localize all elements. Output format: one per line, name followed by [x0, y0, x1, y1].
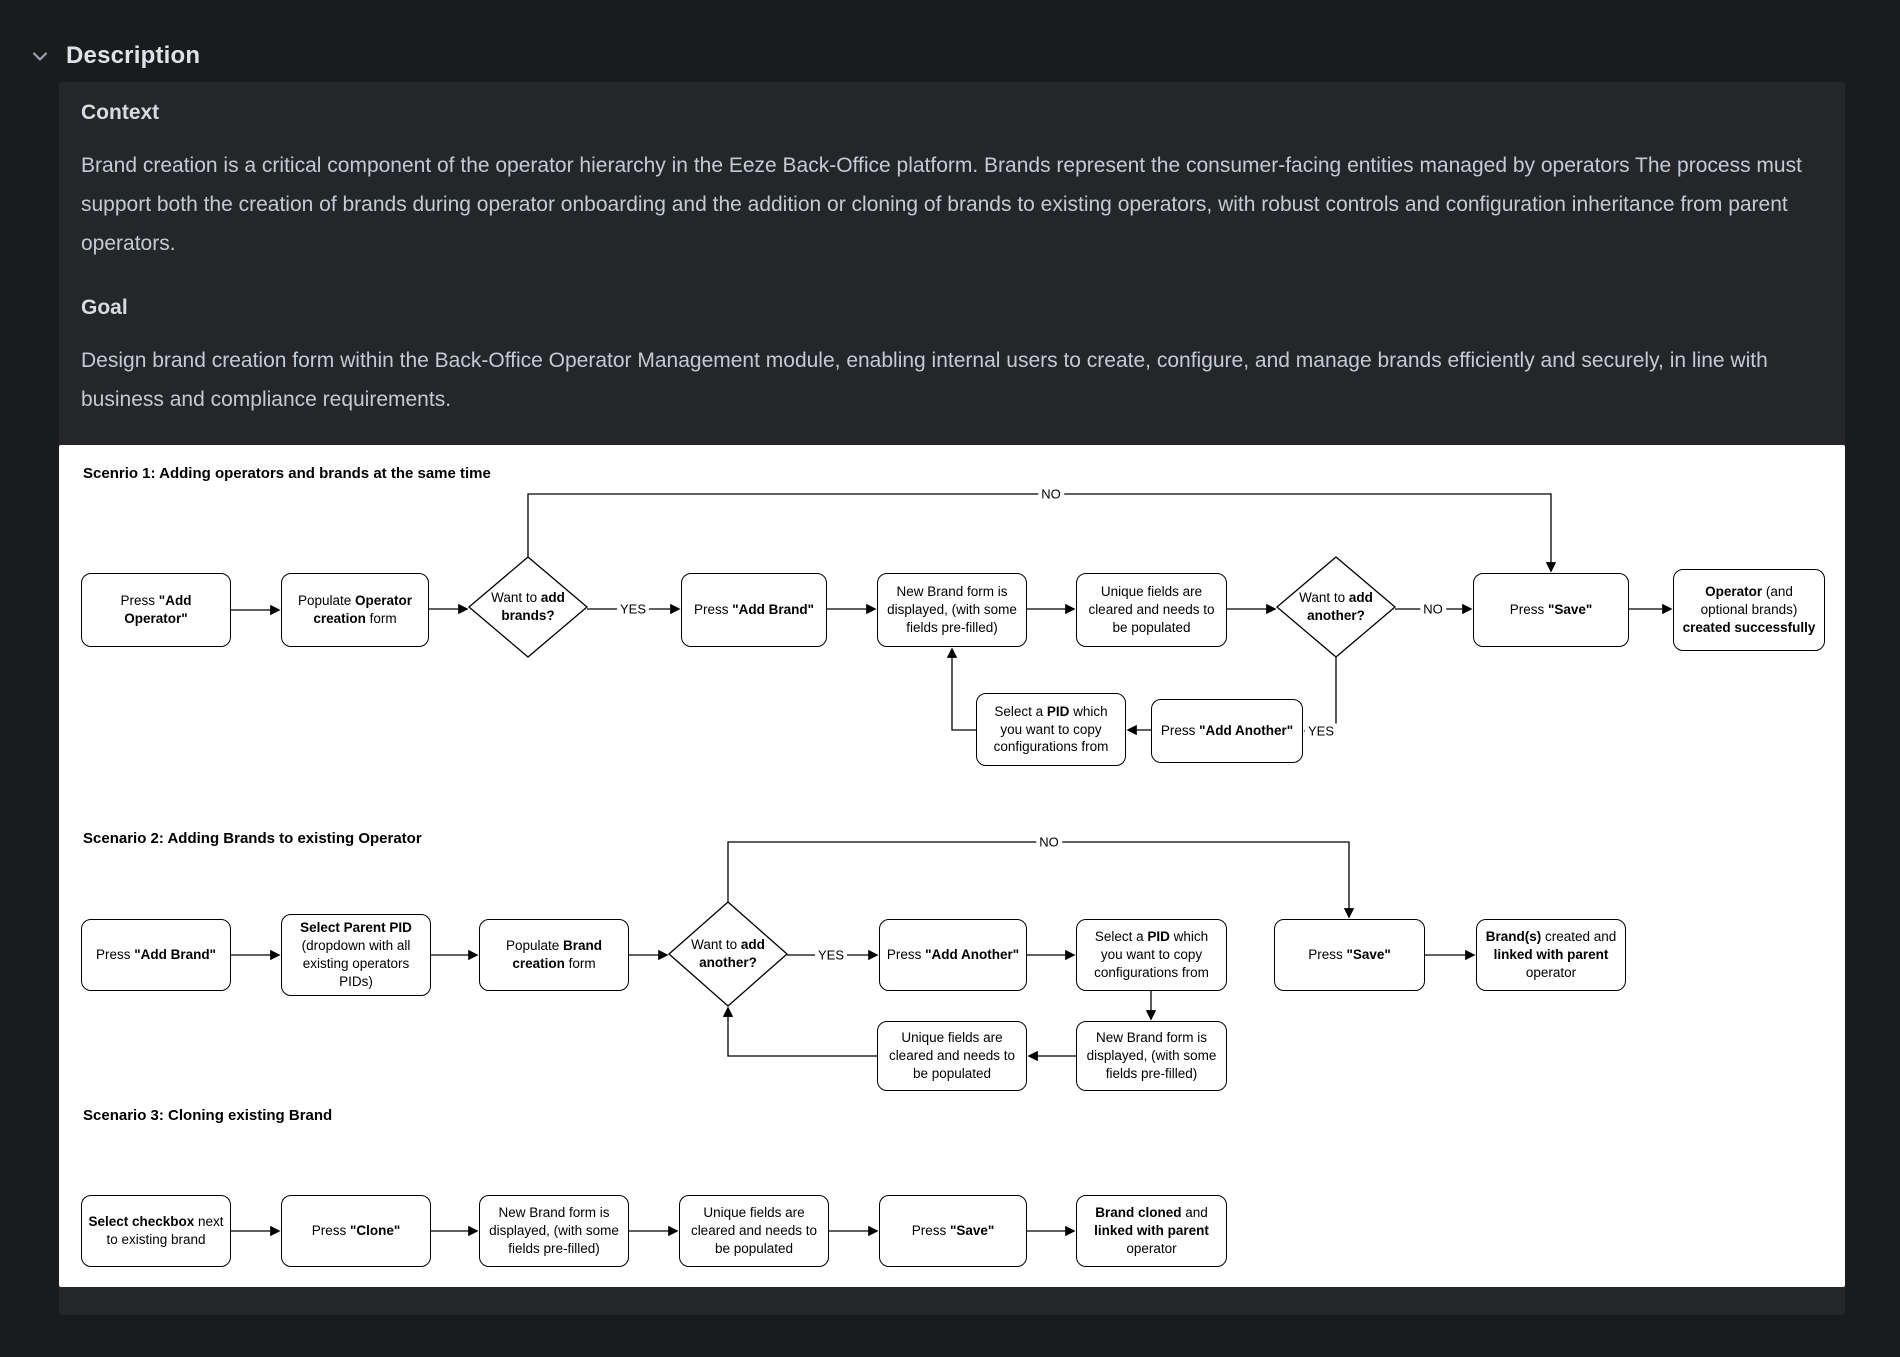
- flow-node-operator-created: Operator (and optional brands) created s…: [1673, 569, 1825, 651]
- flow-node-new-brand-form: New Brand form is displayed, (with some …: [1076, 1021, 1227, 1091]
- decision-diamond-shape: [1275, 556, 1397, 658]
- edge-label-yes: YES: [814, 947, 848, 963]
- decision-want-add-brands: Want to add brands?: [491, 590, 565, 623]
- decision-diamond-shape: [668, 901, 788, 1007]
- goal-paragraph: Design brand creation form within the Ba…: [81, 349, 1768, 411]
- flow-node-press-add-brand: Press "Add Brand": [681, 573, 827, 647]
- context-heading: Context: [81, 101, 160, 124]
- context-paragraph: Brand creation is a critical component o…: [81, 154, 1802, 255]
- edge-label-no: NO: [1036, 834, 1062, 850]
- flow-node-press-save: Press "Save": [1473, 573, 1629, 647]
- edge-label-no: NO: [1038, 486, 1064, 502]
- flow-node-brands-created: Brand(s) created and linked with parent …: [1476, 919, 1626, 991]
- description-field[interactable]: Context Brand creation is a critical com…: [59, 82, 1845, 1315]
- flowchart-image[interactable]: Scenrio 1: Adding operators and brands a…: [59, 445, 1845, 1287]
- flow-node-select-pid: Select a PID which you want to copy conf…: [1076, 919, 1227, 991]
- flow-node-new-brand-form: New Brand form is displayed, (with some …: [877, 573, 1027, 647]
- flow-node-press-add-another: Press "Add Another": [879, 919, 1027, 991]
- goal-heading: Goal: [81, 296, 128, 319]
- flow-node-populate-operator-form: Populate Operator creation form: [281, 573, 429, 647]
- flow-node-press-clone: Press "Clone": [281, 1195, 431, 1267]
- scenario1-title: Scenrio 1: Adding operators and brands a…: [83, 465, 491, 482]
- flow-node-press-add-operator: Press "Add Operator": [81, 573, 231, 647]
- description-text: Context Brand creation is a critical com…: [59, 98, 1845, 419]
- flow-node-new-brand-form: New Brand form is displayed, (with some …: [479, 1195, 629, 1267]
- flow-node-press-save: Press "Save": [1274, 919, 1425, 991]
- edge-label-yes: YES: [1304, 723, 1338, 739]
- decision-want-add-another: Want to add another?: [691, 937, 765, 970]
- scenario3-title: Scenario 3: Cloning existing Brand: [83, 1107, 333, 1124]
- flow-node-unique-fields: Unique fields are cleared and needs to b…: [679, 1195, 829, 1267]
- chevron-down-icon[interactable]: [28, 44, 52, 68]
- description-header: Description: [0, 0, 1900, 82]
- flow-node-press-add-another: Press "Add Another": [1151, 699, 1303, 763]
- flow-node-unique-fields: Unique fields are cleared and needs to b…: [877, 1021, 1027, 1091]
- flow-node-select-pid: Select a PID which you want to copy conf…: [976, 693, 1126, 766]
- edge-label-no: NO: [1420, 601, 1446, 617]
- flow-node-press-save: Press "Save": [879, 1195, 1027, 1267]
- flow-node-populate-brand-form: Populate Brand creation form: [479, 919, 629, 991]
- flow-node-select-parent-pid: Select Parent PID (dropdown with all exi…: [281, 914, 431, 996]
- edge-label-yes: YES: [616, 601, 650, 617]
- decision-want-add-another: Want to add another?: [1299, 590, 1373, 623]
- connector-lines: [231, 493, 1673, 1237]
- description-title: Description: [66, 42, 201, 69]
- flow-node-press-add-brand: Press "Add Brand": [81, 919, 231, 991]
- flow-node-unique-fields: Unique fields are cleared and needs to b…: [1076, 573, 1227, 647]
- flow-node-select-checkbox: Select checkbox next to existing brand: [81, 1195, 231, 1267]
- decision-diamond-shape: [467, 556, 589, 658]
- flow-node-brand-cloned: Brand cloned and linked with parent oper…: [1076, 1195, 1227, 1267]
- scenario2-title: Scenario 2: Adding Brands to existing Op…: [83, 830, 422, 847]
